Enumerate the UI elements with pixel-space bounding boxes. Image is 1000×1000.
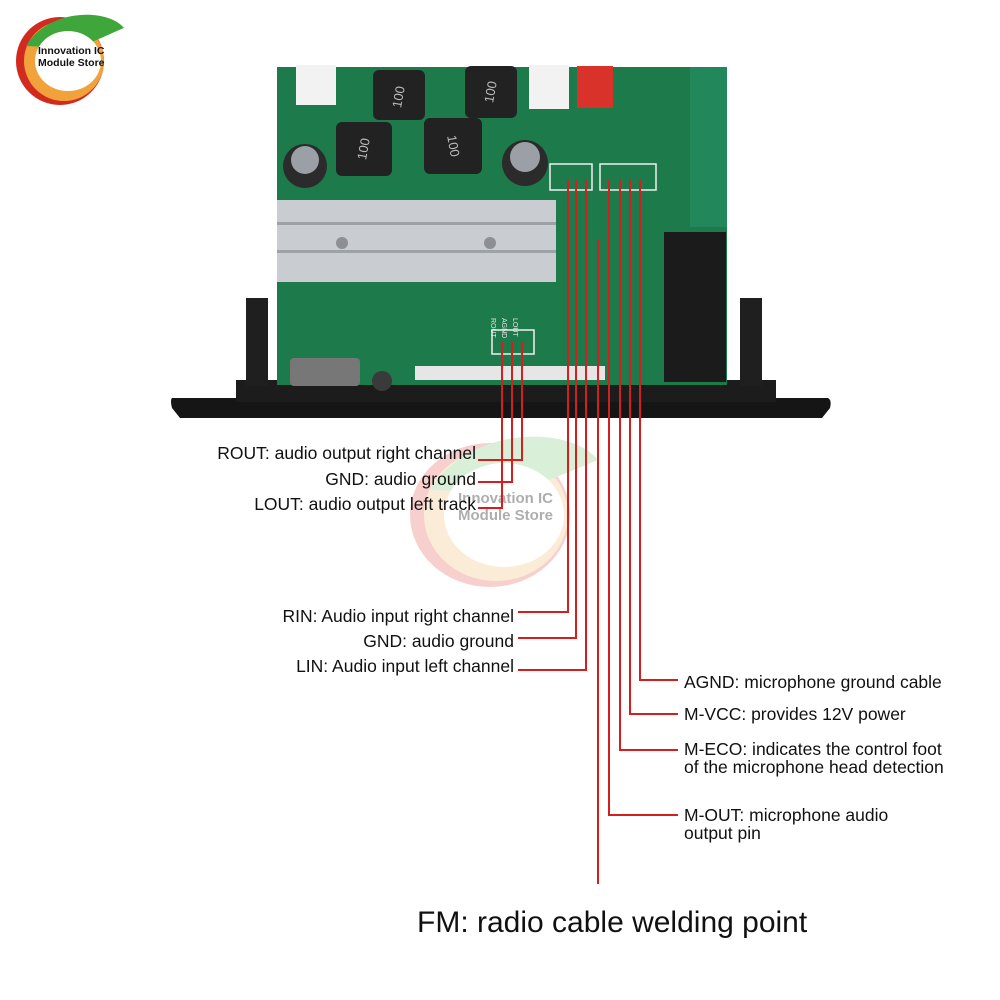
heatsink (277, 200, 556, 282)
brand-name: Innovation IC Module Store (38, 45, 105, 69)
heatsink-screw-left (336, 237, 348, 249)
card-slot (415, 366, 605, 380)
label-rin: RIN: Audio input right channel (282, 606, 514, 626)
label-rout: ROUT: audio output right channel (217, 443, 476, 463)
heatsink-screw-right (484, 237, 496, 249)
speaker-connector-right (529, 65, 569, 109)
right-clip (740, 298, 762, 386)
label-mvcc: M-VCC: provides 12V power (684, 704, 906, 724)
heatsink-fin-1 (277, 222, 556, 225)
logo-white-core (35, 31, 101, 91)
label-agnd: AGND: microphone ground cable (684, 672, 942, 692)
label-mout: M-OUT: microphone audio output pin (684, 805, 889, 843)
pcb (277, 67, 727, 385)
pcb-edge (690, 67, 727, 227)
pin-label-rout: ROUT (489, 318, 496, 339)
audio-input-header (549, 163, 593, 191)
mic-header (599, 163, 657, 191)
inductor-1 (373, 70, 425, 120)
label-gnd-in: GND: audio ground (363, 631, 514, 651)
inductor-mark-1: 100 (389, 85, 408, 109)
brand-logo (16, 14, 124, 105)
power-connector (577, 66, 613, 108)
microphone-jack (664, 232, 726, 382)
usb-port (290, 358, 360, 386)
wire-mvcc (629, 180, 678, 715)
audio-output-header (491, 329, 535, 355)
label-lin: LIN: Audio input left channel (296, 656, 514, 676)
inductor-4 (424, 118, 482, 174)
pin-label-lout: LOUT (511, 318, 518, 337)
left-clip (246, 298, 268, 386)
inductor-mark-2: 100 (481, 80, 500, 104)
wire-mout (608, 180, 678, 816)
inductor-2 (465, 66, 517, 118)
brand-line2: Module Store (38, 57, 105, 69)
heatsink-fin-2 (277, 250, 556, 253)
label-gnd-out: GND: audio ground (325, 469, 476, 489)
brand-line1: Innovation IC (38, 45, 105, 57)
wire-meco (619, 180, 678, 751)
label-fm: FM: radio cable welding point (417, 906, 808, 939)
label-meco: M-ECO: indicates the control foot of the… (684, 739, 944, 777)
front-bezel (171, 398, 831, 418)
speaker-connector-left (296, 65, 336, 105)
capacitor-left-top (291, 146, 319, 174)
bezel-frame (236, 380, 776, 402)
capacitor-left (283, 144, 327, 188)
pin-label-agnd: AGND (500, 318, 507, 338)
inductor-mark-3: 100 (354, 137, 373, 161)
ir-sensor (372, 371, 392, 391)
inductor-mark-4: 100 (444, 134, 463, 158)
label-lout: LOUT: audio output left track (254, 494, 476, 514)
wire-agnd (639, 180, 678, 681)
capacitor-right-top (510, 142, 540, 172)
capacitor-right (502, 140, 548, 186)
inductor-3 (336, 122, 392, 176)
